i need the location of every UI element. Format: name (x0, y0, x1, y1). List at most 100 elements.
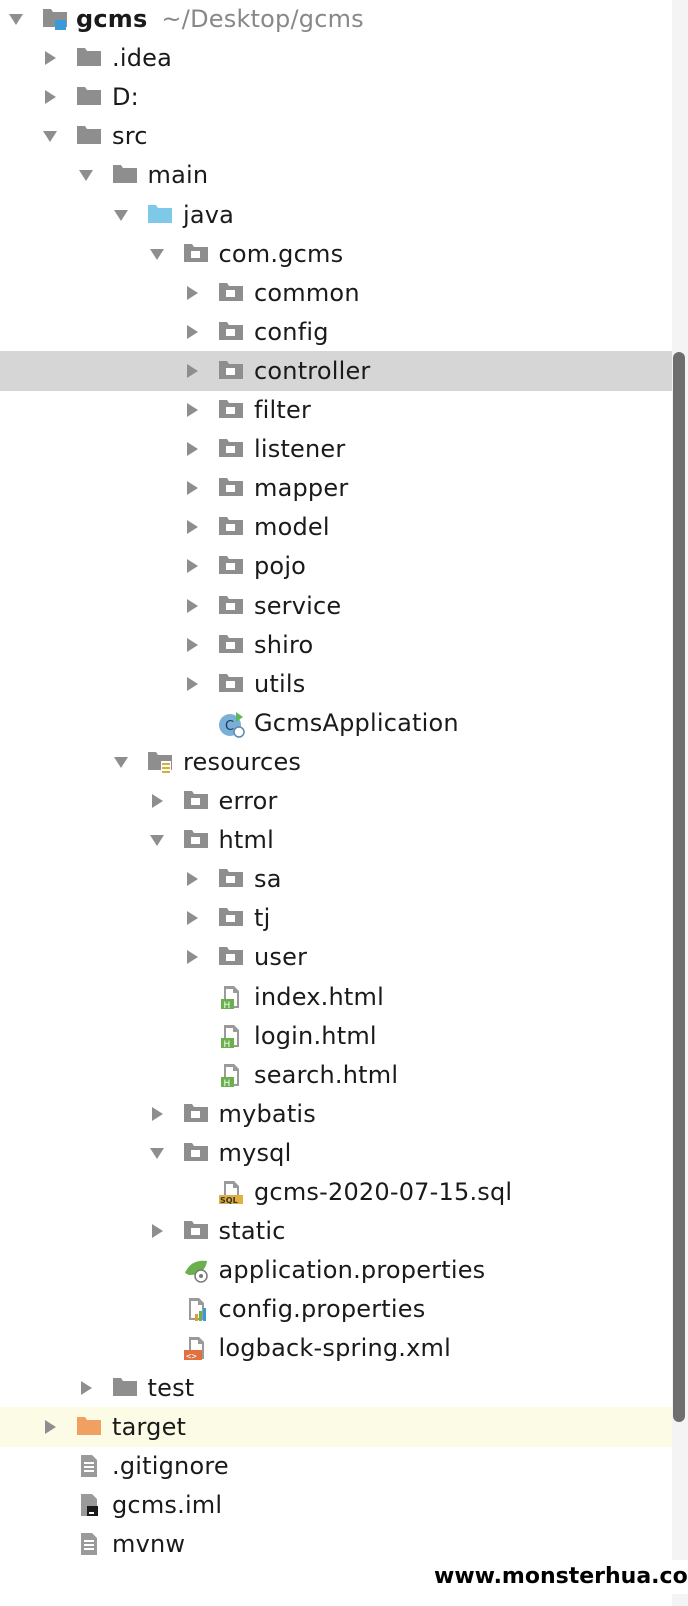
chevron-down-icon[interactable] (149, 1145, 165, 1161)
tree-item-model[interactable]: model (0, 507, 672, 547)
chevron-right-icon[interactable] (184, 910, 200, 926)
chevron-right-icon[interactable] (184, 285, 200, 301)
tree-item-config-properties[interactable]: config.properties (0, 1289, 672, 1329)
tree-item-shiro[interactable]: shiro (0, 625, 672, 665)
chevron-right-icon[interactable] (184, 949, 200, 965)
tree-item-com-gcms[interactable]: com.gcms (0, 234, 672, 274)
chevron-right-icon[interactable] (184, 402, 200, 418)
package-icon (218, 593, 244, 617)
tree-item-gcms-iml[interactable]: gcms.iml (0, 1485, 672, 1525)
package-icon (218, 280, 244, 304)
tree-item-controller[interactable]: controller (0, 350, 672, 391)
chevron-right-icon[interactable] (42, 1419, 58, 1435)
chevron-right-icon[interactable] (42, 50, 58, 66)
html-file-icon: H (218, 1023, 244, 1050)
tree-item-java[interactable]: java (0, 195, 672, 235)
chevron-right-icon[interactable] (184, 558, 200, 574)
excluded-folder-icon (76, 1414, 102, 1438)
tree-item-src[interactable]: src (0, 116, 672, 156)
svg-text:<>: <> (186, 1352, 197, 1361)
chevron-down-icon[interactable] (113, 207, 129, 223)
tree-item-label: mysql (218, 1138, 292, 1167)
package-icon (218, 944, 244, 968)
project-path: ~/Desktop/gcms (161, 5, 364, 33)
tree-item-error[interactable]: error (0, 781, 672, 821)
package-icon (218, 866, 244, 890)
package-icon (183, 1140, 209, 1164)
html-file-icon: H (218, 1062, 244, 1089)
chevron-right-icon[interactable] (78, 1380, 94, 1396)
chevron-down-icon[interactable] (113, 754, 129, 770)
tree-item-common[interactable]: common (0, 273, 672, 313)
chevron-right-icon[interactable] (149, 1223, 165, 1239)
tree-item-label: D: (112, 83, 139, 112)
chevron-right-icon[interactable] (42, 89, 58, 105)
tree-item-static[interactable]: static (0, 1211, 672, 1251)
chevron-right-icon[interactable] (184, 637, 200, 653)
package-icon (218, 671, 244, 695)
chevron-right-icon[interactable] (184, 441, 200, 457)
tree-item-listener[interactable]: listener (0, 429, 672, 469)
tree-item-label: resources (183, 747, 302, 776)
tree-item-utils[interactable]: utils (0, 664, 672, 704)
scrollbar-thumb[interactable] (673, 352, 685, 1422)
tree-item-main[interactable]: main (0, 155, 672, 195)
tree-item-filter[interactable]: filter (0, 390, 672, 430)
module-folder-icon (42, 6, 68, 30)
svg-text:SQL: SQL (220, 1196, 238, 1205)
chevron-right-icon[interactable] (149, 793, 165, 809)
chevron-down-icon[interactable] (149, 246, 165, 262)
project-name: gcms (76, 5, 148, 33)
tree-item-label: search.html (254, 1060, 399, 1089)
chevron-right-icon[interactable] (184, 480, 200, 496)
chevron-right-icon[interactable] (184, 676, 200, 692)
chevron-right-icon[interactable] (184, 598, 200, 614)
tree-item-label: common (254, 278, 360, 307)
iml-file-icon (76, 1492, 102, 1516)
tree-item-target[interactable]: target (0, 1406, 672, 1447)
tree-item-test[interactable]: test (0, 1368, 672, 1408)
tree-item-mapper[interactable]: mapper (0, 468, 672, 508)
tree-item-resources[interactable]: resources (0, 742, 672, 782)
tree-item-mvnw[interactable]: mvnw (0, 1524, 672, 1564)
chevron-right-icon[interactable] (149, 1106, 165, 1122)
chevron-right-icon[interactable] (184, 363, 200, 379)
chevron-down-icon[interactable] (149, 832, 165, 848)
package-icon (218, 319, 244, 343)
tree-item-label: user (254, 943, 308, 972)
tree-item-label: static (218, 1217, 286, 1246)
chevron-down-icon[interactable] (42, 128, 58, 144)
tree-item-service[interactable]: service (0, 586, 672, 626)
chevron-right-icon[interactable] (184, 324, 200, 340)
tree-item-gcms[interactable]: gcms ~/Desktop/gcms (0, 0, 672, 39)
package-icon (218, 905, 244, 929)
tree-item-idea[interactable]: .idea (0, 38, 672, 78)
tree-item-mybatis[interactable]: mybatis (0, 1094, 672, 1134)
tree-item-tj[interactable]: tj (0, 898, 672, 938)
chevron-right-icon[interactable] (184, 519, 200, 535)
chevron-down-icon[interactable] (8, 11, 24, 27)
xml-file-icon: <> (183, 1335, 209, 1362)
chevron-right-icon[interactable] (184, 871, 200, 887)
tree-item-html[interactable]: html (0, 820, 672, 860)
tree-item-mysql[interactable]: mysql (0, 1133, 672, 1173)
chevron-down-icon[interactable] (78, 167, 94, 183)
tree-item-label: model (254, 513, 330, 542)
tree-item-sa[interactable]: sa (0, 859, 672, 899)
tree-item-pojo[interactable]: pojo (0, 546, 672, 586)
tree-item-gitignore[interactable]: .gitignore (0, 1446, 672, 1486)
package-icon (218, 358, 244, 382)
tree-item-label: controller (254, 356, 371, 385)
tree-item-logback-xml[interactable]: <>logback-spring.xml (0, 1328, 672, 1368)
tree-item-application-properties[interactable]: application.properties (0, 1250, 672, 1290)
tree-item-config[interactable]: config (0, 312, 672, 352)
package-icon (183, 827, 209, 851)
tree-item-d[interactable]: D: (0, 77, 672, 117)
tree-item-user[interactable]: user (0, 937, 672, 977)
text-file-icon (76, 1531, 102, 1555)
